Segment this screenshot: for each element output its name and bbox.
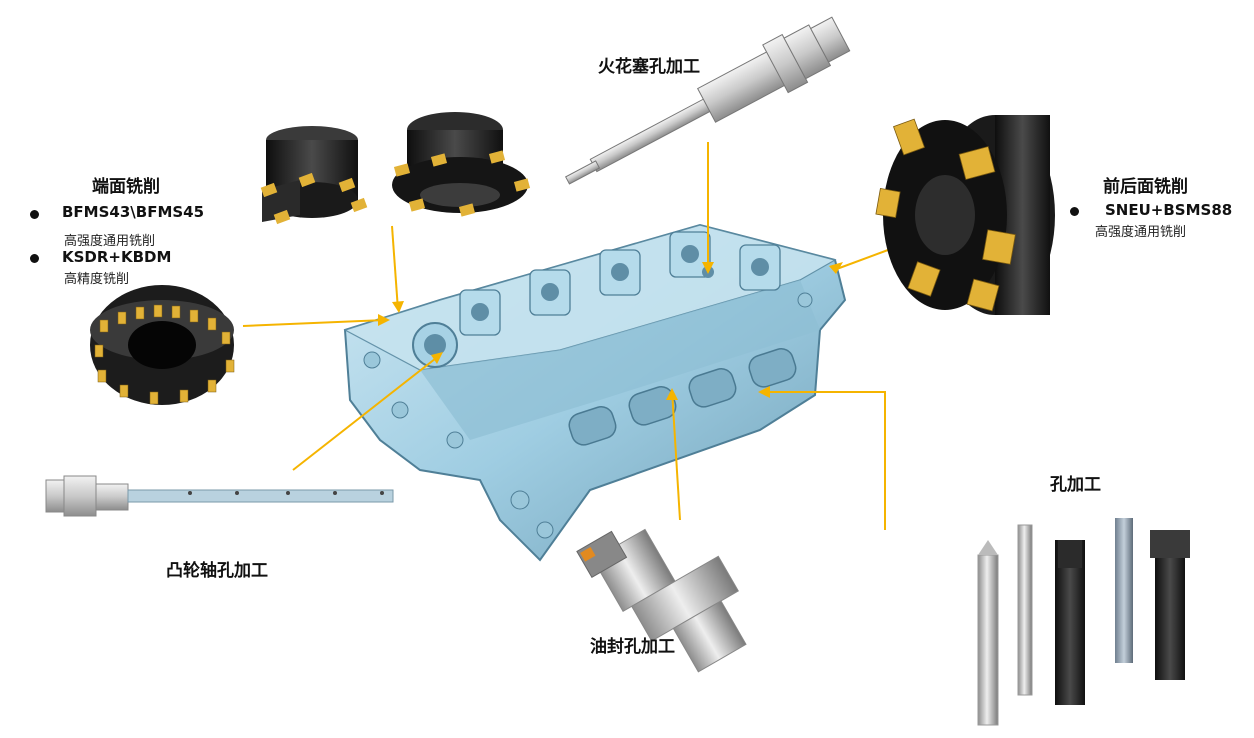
high-precision-face-mill-image	[90, 285, 235, 405]
end-face-tool-desc: 高精度铣削	[64, 272, 130, 287]
oil-seal-hole-label: 油封孔加工	[590, 637, 675, 657]
face-mill-cutter-1-image	[260, 126, 368, 225]
end-face-tool-desc: 高强度通用铣削	[64, 234, 156, 249]
pointer-arrows	[242, 142, 889, 530]
end-face-tool-model: BFMS43\BFMS45	[62, 203, 205, 221]
arrow-heads	[378, 262, 843, 400]
hole-machining-tools-image	[977, 518, 1190, 726]
spark-plug-boring-tool-image	[565, 16, 851, 185]
end-face-tool-model: KSDR+KBDM	[62, 248, 172, 266]
spark-plug-hole-label: 火花塞孔加工	[598, 57, 700, 77]
oil-seal-bore-tool-image	[576, 528, 747, 673]
list-bullet	[30, 254, 39, 263]
camshaft-line-bore-tool-image	[45, 475, 394, 517]
face-mill-cutter-2-image	[392, 112, 531, 217]
camshaft-hole-label: 凸轮轴孔加工	[166, 561, 268, 581]
front-rear-face-mill-image	[875, 115, 1055, 315]
front-rear-tool-model: SNEU+BSMS88	[1105, 201, 1233, 219]
cylinder-head-image	[343, 223, 847, 562]
end-face-milling-label: 端面铣削	[92, 177, 160, 197]
front-rear-milling-label: 前后面铣削	[1103, 177, 1188, 197]
list-bullet	[30, 210, 39, 219]
front-rear-tool-desc: 高强度通用铣削	[1095, 225, 1187, 240]
list-bullet	[1070, 207, 1079, 216]
hole-machining-label: 孔加工	[1050, 475, 1101, 495]
